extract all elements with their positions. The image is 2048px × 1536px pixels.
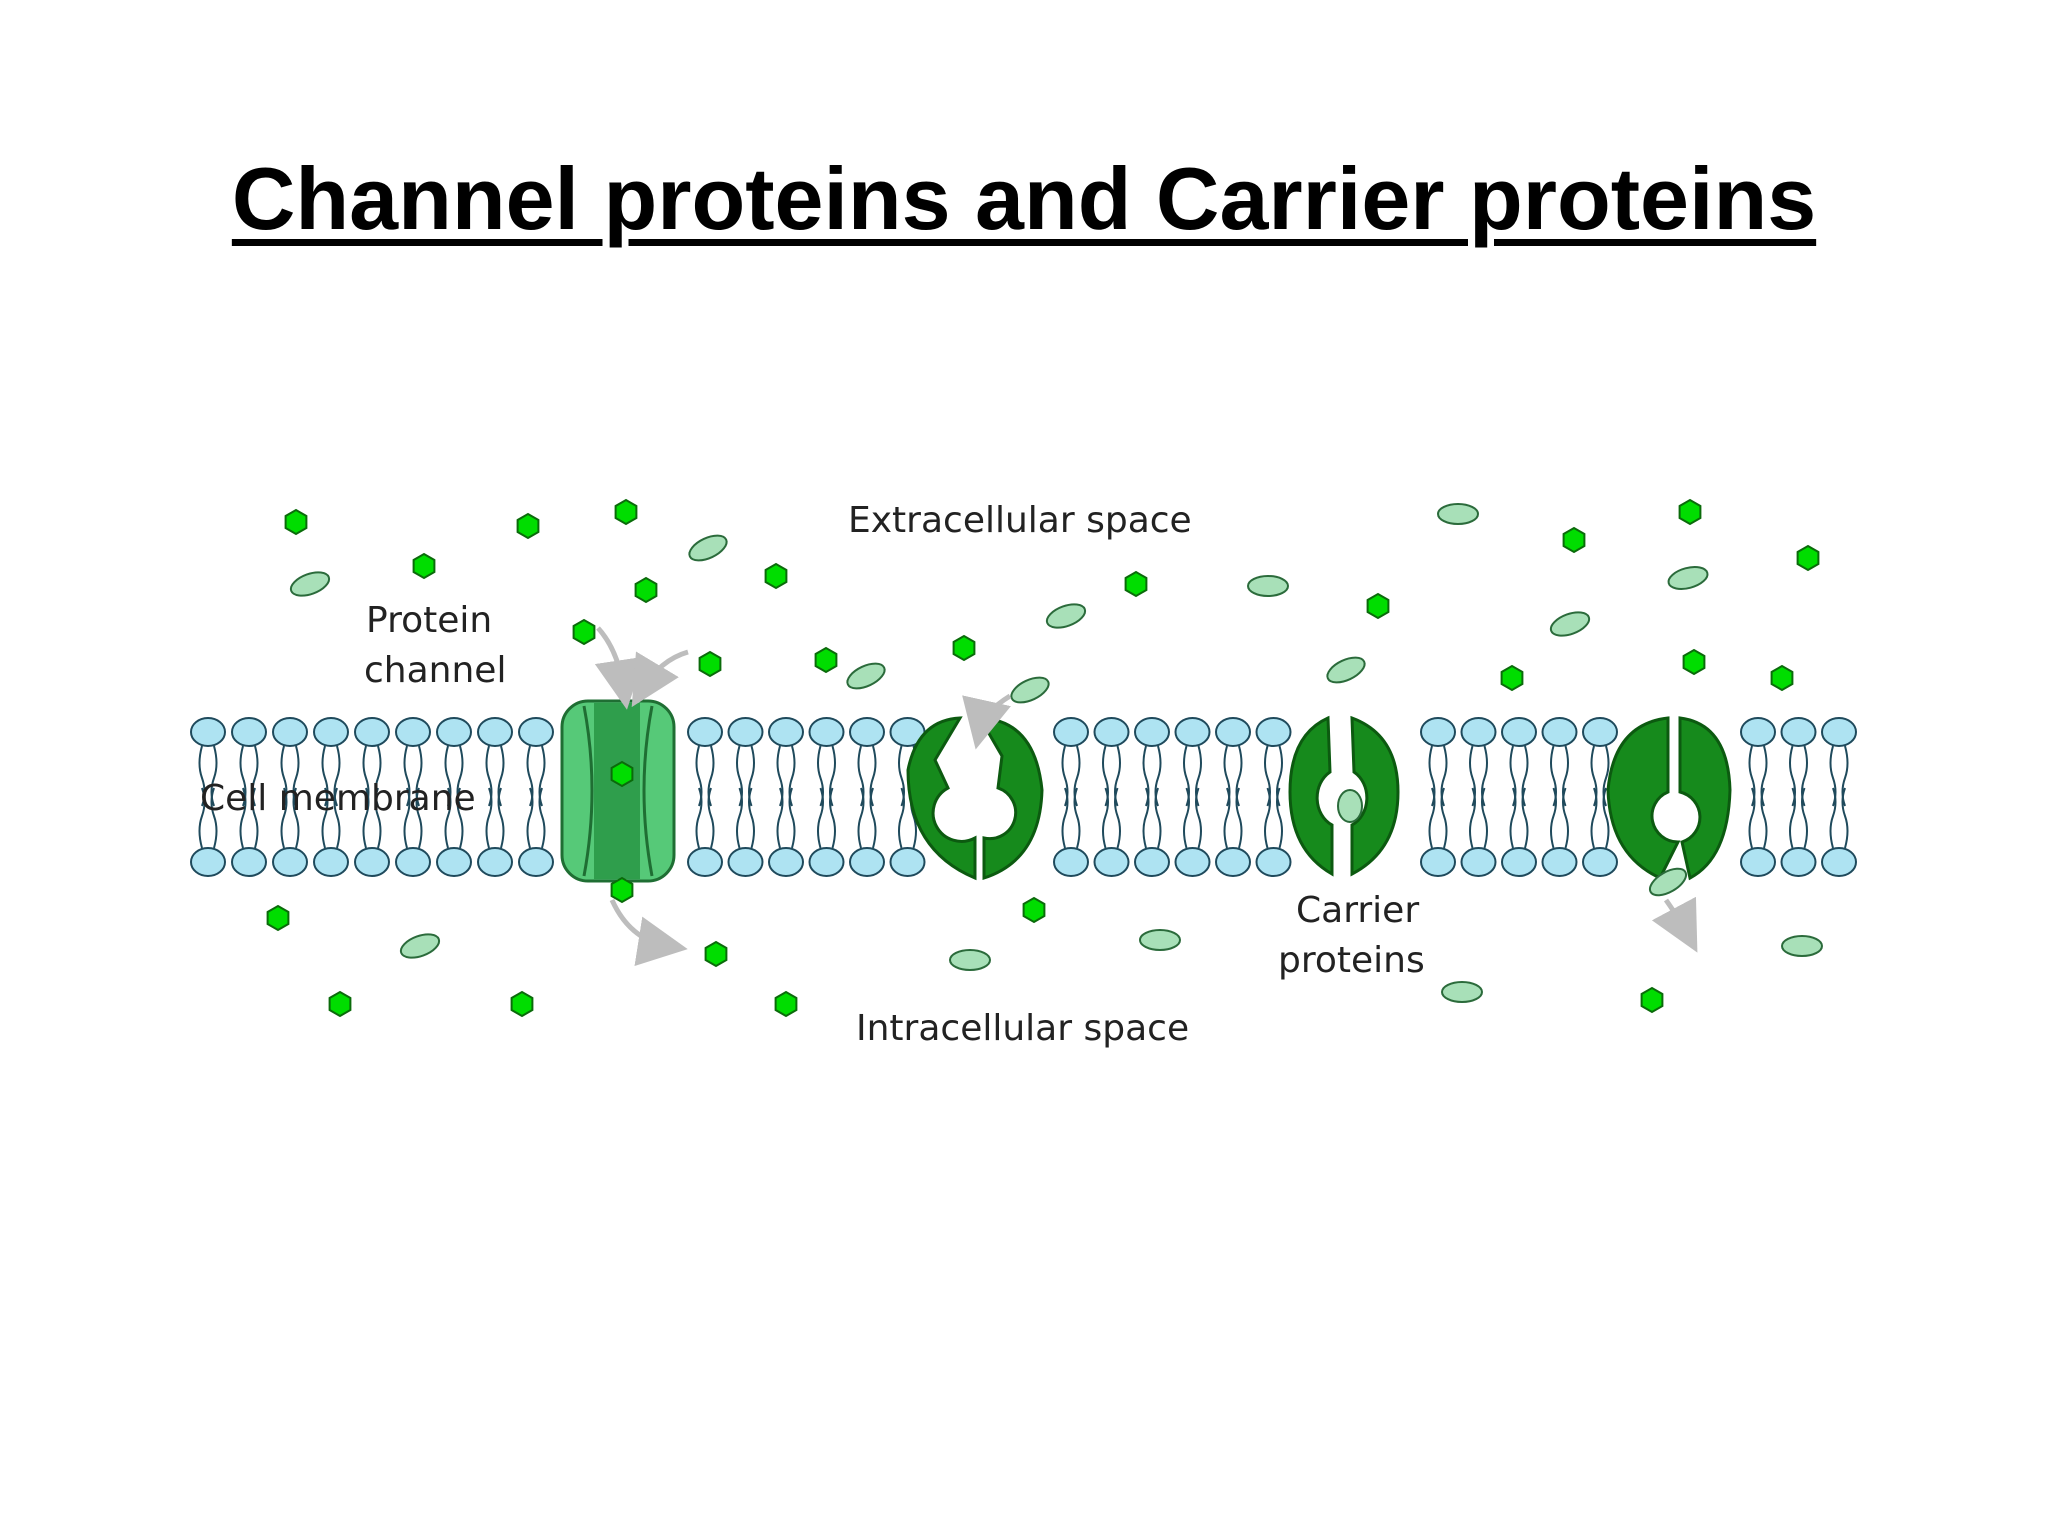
hexagon-molecule (610, 876, 634, 904)
hexagon-molecule (1796, 544, 1820, 572)
phospholipid (808, 717, 845, 877)
hexagon-molecule (412, 552, 436, 580)
hexagon-molecule (698, 650, 722, 678)
oval-molecule (1437, 503, 1479, 525)
hexagon-molecule (764, 562, 788, 590)
phospholipid (190, 717, 226, 877)
phospholipid (231, 717, 267, 877)
phospholipid (1093, 717, 1130, 877)
phospholipid (849, 717, 885, 877)
slide-title: Channel proteins and Carrier proteins (231, 149, 1817, 248)
oval-molecule (1337, 789, 1363, 823)
solute-molecules (266, 498, 1823, 1018)
phospholipid (1053, 717, 1089, 877)
phospholipid (1255, 717, 1292, 877)
oval-molecule (1326, 656, 1366, 684)
oval-molecule (289, 571, 331, 597)
hexagon-molecule (1770, 664, 1794, 692)
phospholipid (1780, 717, 1817, 877)
label-intracellular-space: Intracellular space (856, 1008, 1189, 1049)
oval-molecule (1045, 603, 1087, 629)
label-carrier-proteins-line2: proteins (1278, 940, 1425, 981)
phospholipid (518, 717, 554, 877)
phospholipid (1174, 717, 1211, 877)
label-protein-channel-line1: Protein (366, 600, 492, 641)
phospholipid (354, 717, 390, 877)
hexagon-molecule (1500, 664, 1524, 692)
oval-molecule (846, 662, 886, 690)
label-carrier-proteins-line1: Carrier (1296, 890, 1419, 931)
phospholipid (1740, 717, 1776, 877)
hexagon-molecule (952, 634, 976, 662)
phospholipid (1501, 717, 1537, 877)
hexagon-molecule (704, 940, 728, 968)
hexagon-molecule (774, 990, 798, 1018)
arrow-out-of-channel (609, 898, 688, 966)
oval-molecule (1441, 981, 1483, 1003)
oval-molecule (1648, 867, 1688, 897)
carrier-protein-occupied (1288, 715, 1400, 877)
phospholipid (1215, 717, 1251, 877)
arrow-to-channel-right (631, 649, 689, 708)
phospholipid (1582, 717, 1618, 877)
hexagon-molecule (1124, 570, 1148, 598)
label-protein-channel-line2: channel (364, 650, 506, 691)
phospholipid (313, 717, 349, 877)
phospholipid (889, 717, 926, 877)
hexagon-molecule (614, 498, 638, 526)
hexagon-molecule (510, 990, 534, 1018)
phospholipid (1420, 717, 1456, 877)
hexagon-molecule (516, 512, 540, 540)
oval-molecule (1549, 611, 1591, 637)
oval-molecule (1247, 575, 1289, 597)
phospholipid (1460, 717, 1497, 877)
phospholipid-bilayer (190, 717, 1857, 877)
oval-molecule (1781, 935, 1823, 957)
hexagon-molecule (610, 760, 634, 788)
phospholipid (1134, 717, 1170, 877)
hexagon-molecule (572, 618, 596, 646)
transport-arrows (594, 626, 1698, 966)
oval-molecule (1139, 929, 1181, 951)
hexagon-molecule (1678, 498, 1702, 526)
phospholipid (477, 717, 513, 877)
label-cell-membrane: Cell membrane (200, 778, 476, 819)
carrier-protein-open-outside (906, 716, 1044, 881)
hexagon-molecule (266, 904, 290, 932)
carrier-protein-open-inside (1606, 716, 1732, 881)
hexagon-molecule (1562, 526, 1586, 554)
oval-molecule (688, 534, 728, 562)
phospholipid (1541, 717, 1578, 877)
hexagon-molecule (814, 646, 838, 674)
hexagon-molecule (1640, 986, 1664, 1014)
hexagon-molecule (328, 990, 352, 1018)
phospholipid (687, 717, 723, 877)
phospholipid (768, 717, 804, 877)
phospholipid (272, 717, 308, 877)
hexagon-molecule (1366, 592, 1390, 620)
oval-molecule (399, 933, 441, 959)
arrow-into-carrier (962, 693, 1012, 750)
oval-molecule (949, 949, 991, 971)
phospholipid (395, 717, 431, 877)
phospholipid (436, 717, 472, 877)
hexagon-molecule (1022, 896, 1046, 924)
oval-molecule (1667, 566, 1709, 590)
phospholipid (1821, 717, 1857, 877)
oval-molecule (1010, 676, 1050, 704)
arrow-out-of-carrier (1651, 896, 1698, 953)
hexagon-molecule (634, 576, 658, 604)
hexagon-molecule (284, 508, 308, 536)
label-extracellular-space: Extracellular space (848, 500, 1192, 541)
hexagon-molecule (1682, 648, 1706, 676)
arrow-to-channel-left (594, 626, 645, 710)
protein-channel (560, 699, 676, 883)
phospholipid (727, 717, 764, 877)
